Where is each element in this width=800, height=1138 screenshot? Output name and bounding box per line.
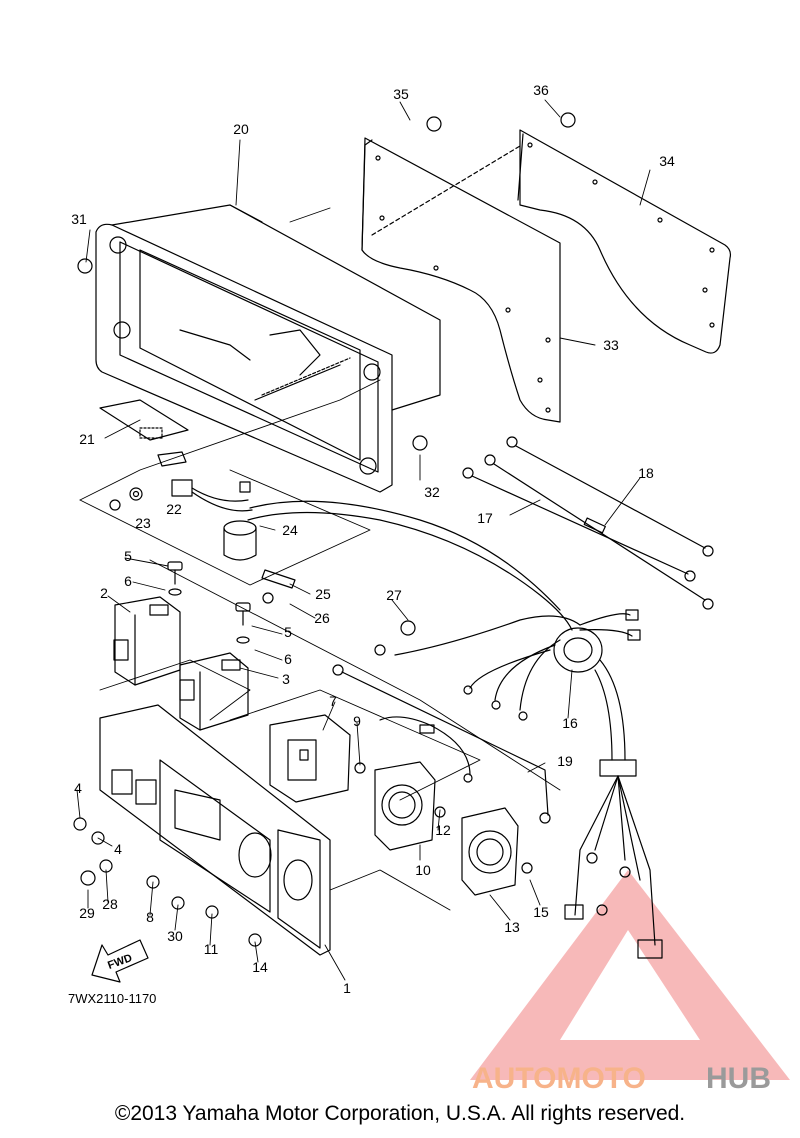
callout-20: 20 bbox=[233, 121, 249, 137]
callout-4b: 4 bbox=[114, 841, 122, 857]
callout-34: 34 bbox=[659, 153, 675, 169]
callout-7: 7 bbox=[329, 693, 337, 709]
assembly-reference-lines bbox=[79, 207, 561, 911]
callout-5a: 5 bbox=[124, 548, 132, 564]
copyright-notice: ©2013 Yamaha Motor Corporation, U.S.A. A… bbox=[114, 1102, 686, 1125]
callout-8: 8 bbox=[146, 909, 154, 925]
callout-6b: 6 bbox=[284, 651, 292, 667]
callout-18: 18 bbox=[638, 465, 654, 481]
gfci-outlet-7 bbox=[269, 714, 366, 803]
callout-32: 32 bbox=[424, 484, 440, 500]
callout-29: 29 bbox=[79, 905, 95, 921]
watermark-triangle-logo bbox=[470, 870, 790, 1080]
callout-24: 24 bbox=[282, 522, 298, 538]
circuit-breaker-2 bbox=[113, 596, 181, 686]
callout-2: 2 bbox=[100, 585, 108, 601]
panel-screws bbox=[73, 112, 576, 947]
callout-10: 10 bbox=[415, 862, 431, 878]
svg-text:AUTOMOTO: AUTOMOTO bbox=[472, 1062, 646, 1095]
callout-16: 16 bbox=[562, 715, 578, 731]
circuit-breaker-3 bbox=[179, 652, 249, 731]
callout-4a: 4 bbox=[74, 780, 82, 796]
callout-5b: 5 bbox=[284, 624, 292, 640]
callout-15: 15 bbox=[533, 904, 549, 920]
watermark-brand: AUTOMOTO HUB bbox=[472, 1062, 771, 1095]
housing-box-20 bbox=[95, 204, 441, 493]
screw-washer-22-23 bbox=[109, 487, 143, 511]
callout-14: 14 bbox=[252, 959, 268, 975]
fuse-holder-24 bbox=[171, 479, 257, 561]
receptacle-10 bbox=[374, 761, 446, 851]
callout-1: 1 bbox=[343, 980, 351, 996]
gasket-plate-34 bbox=[517, 129, 732, 354]
label-21 bbox=[99, 399, 189, 467]
callout-19: 19 bbox=[557, 753, 573, 769]
svg-text:HUB: HUB bbox=[706, 1062, 771, 1095]
callout-12: 12 bbox=[435, 822, 451, 838]
callout-35: 35 bbox=[393, 86, 409, 102]
callout-9: 9 bbox=[353, 713, 361, 729]
leader-lines bbox=[76, 99, 651, 981]
callout-23: 23 bbox=[135, 515, 151, 531]
callout-22: 22 bbox=[166, 501, 182, 517]
callout-27: 27 bbox=[386, 587, 402, 603]
callout-13: 13 bbox=[504, 919, 520, 935]
callout-11: 11 bbox=[204, 941, 219, 957]
callout-36: 36 bbox=[533, 82, 549, 98]
cables-17-18 bbox=[462, 436, 714, 610]
front-panel-1 bbox=[99, 704, 331, 956]
screws-5-6 bbox=[167, 561, 251, 644]
callout-25: 25 bbox=[315, 586, 331, 602]
callout-31: 31 bbox=[71, 211, 87, 227]
wiring-harness bbox=[247, 500, 663, 959]
callout-3: 3 bbox=[282, 671, 290, 687]
callout-17: 17 bbox=[477, 510, 493, 526]
callout-30: 30 bbox=[167, 928, 183, 944]
receptacle-13 bbox=[461, 807, 533, 896]
cable-19 bbox=[332, 644, 551, 824]
callout-33: 33 bbox=[603, 337, 619, 353]
callout-21: 21 bbox=[79, 431, 95, 447]
fwd-arrow-icon bbox=[91, 939, 149, 983]
mounting-plate-33 bbox=[361, 137, 561, 423]
fwd-label: FWD bbox=[106, 952, 134, 972]
callout-6a: 6 bbox=[124, 573, 132, 589]
callout-28: 28 bbox=[102, 896, 118, 912]
callout-26: 26 bbox=[314, 610, 330, 626]
part-code: 7WX2110-1170 bbox=[68, 991, 156, 1006]
